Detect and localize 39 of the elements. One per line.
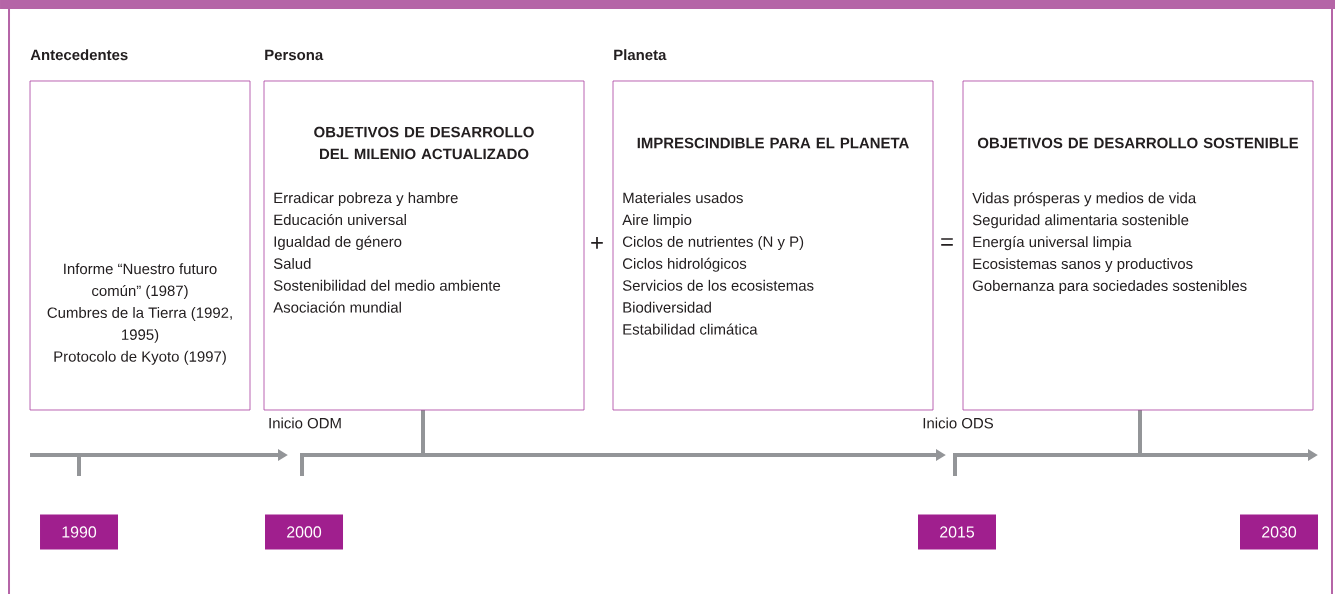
box-title: OBJETIVOS DE DESARROLLO DEL MILENIO ACTUALIZADO [314,126,534,160]
year-box: 2030 [1240,514,1318,550]
column-heading: Persona [265,49,324,61]
goal-box [263,49,585,411]
box-title: IMPRESCINDIBLE PARA EL PLANETA [637,137,909,149]
list-item: Seguridad alimentaria sostenible [972,214,1189,229]
sign: = [941,238,953,246]
list-item: Biodiversidad [623,301,711,313]
list-item: Estabilidad climática [623,323,758,335]
box-title: OBJETIVOS DE DESARROLLO SOSTENIBLE [977,137,1299,149]
list-item: Materiales usados [623,192,743,204]
column-heading: Antecedentes [30,49,128,61]
list-item: Servicios de los ecosistemas [622,279,814,291]
list-item: Aire limpio [622,214,692,229]
list-item: Salud [273,257,311,269]
list-item: Igualdad de género [274,235,402,250]
sign: + [591,237,603,249]
goal-box [962,80,1314,411]
column-heading: Planeta [614,49,667,61]
milestone-label: Inicio ODM [269,417,341,429]
box-text: Protocolo de Kyoto (1997) [54,350,226,365]
list-item: Asociación mundial [273,301,401,313]
list-item: Energía universal limpia [973,236,1132,251]
year-box: 2000 [265,514,343,550]
box-text: Cumbres de la Tierra (1992, 1995) [47,307,232,343]
list-item: Educación universal [274,213,406,226]
goal-box [29,49,251,411]
milestone-label: Inicio ODS [923,417,993,429]
list-item: Erradicar pobreza y hambre [274,192,458,207]
list-item: Ciclos de nutrientes (N y P) [623,236,804,250]
list-item: Ecosistemas sanos y productivos [973,258,1193,273]
list-item: Vidas prósperas y medios de vida [972,192,1197,207]
list-item: Sostenibilidad del medio ambiente [273,279,501,291]
box-text: Informe “Nuestro futuro común” (1987) [64,263,217,300]
goal-box [612,49,934,411]
list-item: Gobernanza para sociedades sostenibles [972,280,1247,294]
year-box: 2015 [918,514,996,550]
list-item: Ciclos hidrológicos [623,257,747,272]
year-box: 1990 [40,514,118,550]
